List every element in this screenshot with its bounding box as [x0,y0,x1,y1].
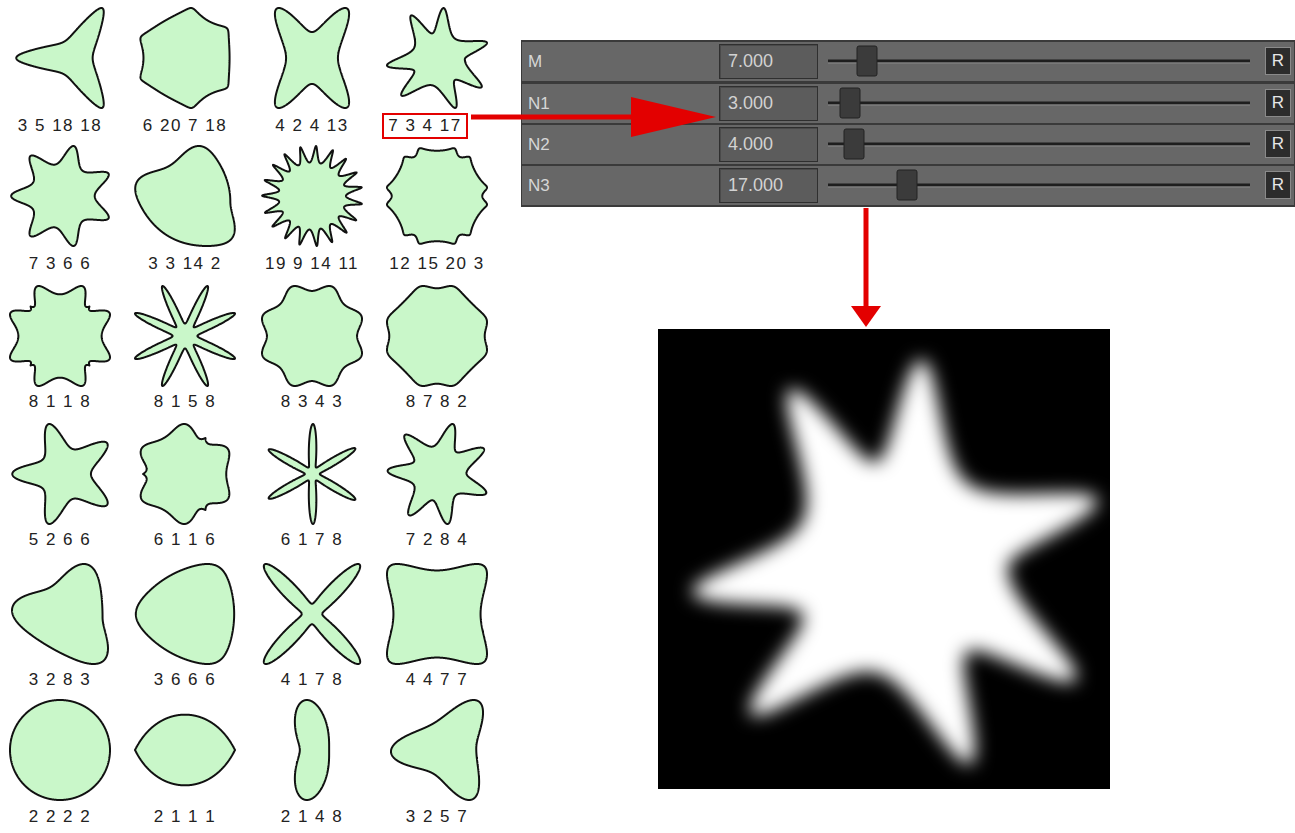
shape-label: 3 6 6 6 [154,670,217,690]
shape-label: 8 7 8 2 [406,392,469,412]
reset-button: R [1265,89,1291,117]
superformula-shape [275,8,349,108]
superformula-shape [391,700,483,800]
superformula-shape [135,715,235,786]
panel-row-band [522,125,1294,164]
parameter-name: M [528,52,542,72]
reset-button: R [1265,47,1291,75]
highlight-box: 7 3 4 17 [382,113,468,139]
shape-label: 4 4 7 7 [406,670,469,690]
value-field: 4.000 [719,127,818,162]
superformula-shape [295,700,329,800]
button-label: R [1272,175,1284,195]
superformula-shape [264,564,360,664]
superformula-shape [12,564,108,664]
value-field: 3.000 [719,86,818,121]
superformula-shape [10,700,110,800]
button-label: R [1272,51,1284,71]
shape-label: 8 3 4 3 [281,392,344,412]
render-square [658,329,1110,789]
slider-thumbs [840,46,917,200]
shape-label: 2 1 4 8 [281,807,344,827]
shape-label: 6 1 7 8 [281,530,344,550]
superformula-shape [136,564,234,664]
blurred-star [693,360,1098,764]
shape-label: 7 2 8 4 [406,530,469,550]
panel-row-band [522,42,1294,81]
shape-label: 5 2 6 6 [29,530,92,550]
button-label: R [1272,134,1284,154]
shape-label: 2 1 1 1 [154,807,217,827]
reset-button: R [1265,171,1291,199]
superformula-shape [16,8,104,108]
button-label: R [1272,93,1284,113]
superformula-shape [269,424,356,524]
parameter-row: M 7.000 R [521,42,1295,81]
superformula-shape [387,286,487,386]
shape-label: 19 9 14 11 [265,254,359,274]
shape-label: 2 2 2 2 [29,807,92,827]
star-glow [693,360,1098,764]
parameter-name: N2 [528,135,550,155]
shape-params: 7 3 4 17 [388,116,461,136]
superformula-shape [135,286,235,386]
parameter-row: N1 3.000 R [521,84,1295,123]
value-field: 7.000 [719,44,818,79]
parameter-row: N2 4.000 R [521,125,1295,164]
shape-label: 3 2 5 7 [406,807,469,827]
slider-tracks [828,61,1250,187]
shape-label: 8 1 1 8 [29,392,92,412]
parameter-value: 7.000 [728,51,773,72]
superformula-shape [10,286,110,386]
arrow-shaft [471,115,633,120]
superformula-shape [135,146,235,246]
shape-label: 6 20 7 18 [143,116,227,136]
parameter-name: N3 [528,176,550,196]
superformula-shape [387,564,487,664]
panel-background [521,40,1295,207]
superformula-shape [387,148,487,244]
parameter-value: 4.000 [728,134,773,155]
shape-label: 8 1 5 8 [154,392,217,412]
reset-button: R [1265,130,1291,158]
superformula-shape [262,146,362,246]
parameter-value: 3.000 [728,93,773,114]
superformula-shape [11,146,109,246]
parameter-name: N1 [528,94,550,114]
parameter-value: 17.000 [728,175,783,196]
superformula-shape [262,286,362,386]
parameter-row: N3 17.000 R [521,166,1295,205]
value-field: 17.000 [719,168,818,203]
shape-label: 12 15 20 3 [389,254,484,274]
superformula-shape [12,424,107,524]
shape-label: 6 1 1 6 [154,530,217,550]
arrow-connector [471,97,716,137]
panel-row-band [522,166,1294,205]
superformula-shape [388,424,487,524]
down-arrow [851,208,881,327]
shape-label: 3 2 8 3 [29,670,92,690]
shape-label: 3 5 18 18 [18,116,102,136]
shape-label: 4 1 7 8 [281,670,344,690]
panel-row-band [522,84,1294,123]
shape-label: 3 3 14 2 [148,254,221,274]
arrow-head [631,97,716,137]
shape-label: 4 2 4 13 [275,116,348,136]
superformula-shape [141,424,230,524]
shape-label: 7 3 6 6 [29,254,92,274]
superformula-shape [387,8,487,108]
superformula-shape [140,8,229,108]
